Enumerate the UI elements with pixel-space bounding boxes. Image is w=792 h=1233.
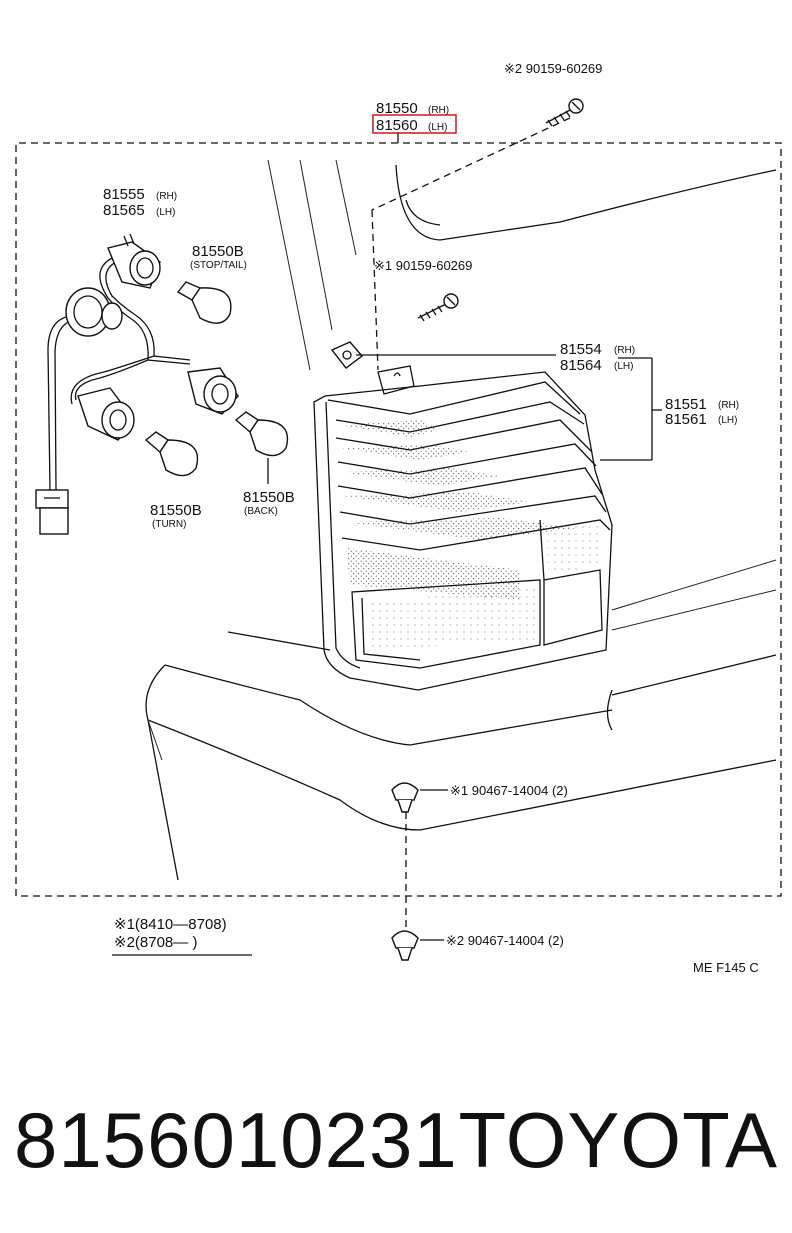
socket-lower-right: [187, 367, 239, 415]
clip-lower: [391, 930, 444, 961]
lamp-lh-side: (LH): [428, 122, 447, 133]
bulb-turn-desc: (TURN): [152, 519, 186, 530]
part-number: 8156010231: [14, 1096, 458, 1184]
lens-rh-number: 81551: [665, 396, 707, 413]
bulb-back: [234, 411, 289, 484]
bulb-back-desc: (BACK): [244, 506, 278, 517]
lamp-rh-number: 81550: [376, 100, 418, 117]
lens-lh-number: 81561: [665, 411, 707, 428]
footer-caption: 8156010231 TOYOTA: [14, 1095, 778, 1185]
gasket-rh-side: (RH): [614, 345, 635, 356]
gasket-rh-number: 81554: [560, 341, 602, 358]
clip1-label: ※1 90467-14004 (2): [450, 783, 568, 798]
socket-lh-side: (LH): [156, 207, 175, 218]
clip2-label: ※2 90467-14004 (2): [446, 933, 564, 948]
clip-upper: [391, 782, 448, 813]
reference-code: ME F145 C: [693, 960, 759, 975]
screw-mid: [417, 293, 459, 322]
socket-upper: [107, 233, 161, 289]
screw-top: [545, 98, 584, 127]
bulb-turn-number: 81550B: [150, 502, 202, 519]
legend-line-2: ※2(8708— ): [114, 934, 197, 951]
screw-top-label: ※2 90159-60269: [504, 61, 602, 76]
bulb-turn: [144, 431, 199, 477]
brand-name: TOYOTA: [458, 1096, 778, 1184]
bulb-stop-desc: (STOP/TAIL): [190, 260, 247, 271]
gasket-lh-side: (LH): [614, 361, 633, 372]
bulb-stop-tail: [176, 281, 232, 324]
socket-lh-number: 81565: [103, 202, 145, 219]
tail-lamp-assembly: [313, 365, 613, 691]
lamp-lh-number: 81560: [376, 117, 418, 134]
lens-lh-side: (LH): [718, 415, 737, 426]
lens-rh-side: (RH): [718, 400, 739, 411]
socket-rh-side: (RH): [156, 191, 177, 202]
socket-lower-left: [77, 387, 135, 441]
parts-diagram: ※2 90159-60269 81550 (RH) 81560 (LH) 815…: [15, 61, 782, 975]
screw-mid-label: ※1 90159-60269: [374, 258, 472, 273]
gasket-lh-number: 81564: [560, 357, 602, 374]
body-panel: [145, 159, 777, 881]
socket-rh-number: 81555: [103, 186, 145, 203]
legend-line-1: ※1(8410—8708): [114, 916, 227, 933]
callout-leaders: [356, 354, 662, 461]
gasket: [330, 341, 364, 369]
assembly-boundary: [15, 142, 782, 897]
lamp-rh-side: (RH): [428, 105, 449, 116]
socket-middle: [65, 287, 123, 337]
bulb-stop-number: 81550B: [192, 243, 244, 260]
highlight-box: [372, 114, 457, 134]
bulb-back-number: 81550B: [243, 489, 295, 506]
